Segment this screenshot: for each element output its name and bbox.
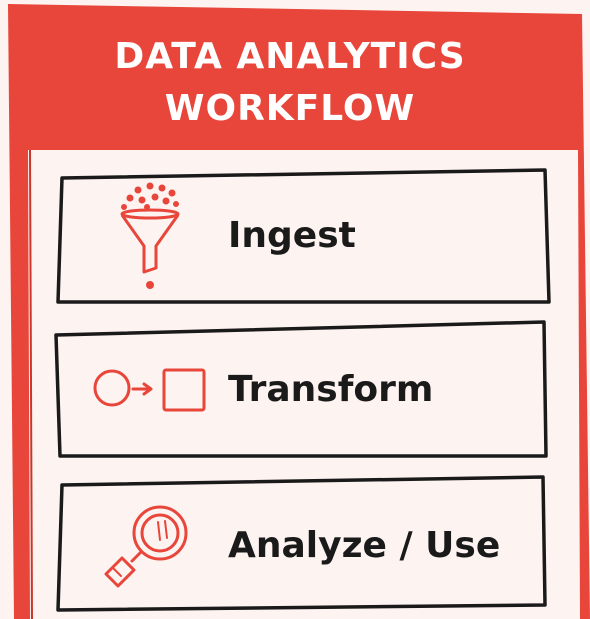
step-box-ingest — [56, 168, 551, 304]
step-label-ingest: Ingest — [228, 215, 356, 256]
title-line-1: DATA ANALYTICS — [114, 36, 466, 77]
title-line-2: WORKFLOW — [164, 88, 416, 129]
step-box-transform — [54, 320, 548, 458]
step-box-analyze — [56, 475, 547, 612]
circle-to-square-icon — [93, 368, 206, 412]
funnel-icon — [120, 182, 180, 289]
sketch-edge — [29, 149, 33, 619]
magnifier-icon — [104, 505, 188, 588]
card-body — [28, 150, 580, 619]
step-label-transform: Transform — [228, 369, 434, 410]
step-label-analyze: Analyze / Use — [228, 525, 501, 566]
